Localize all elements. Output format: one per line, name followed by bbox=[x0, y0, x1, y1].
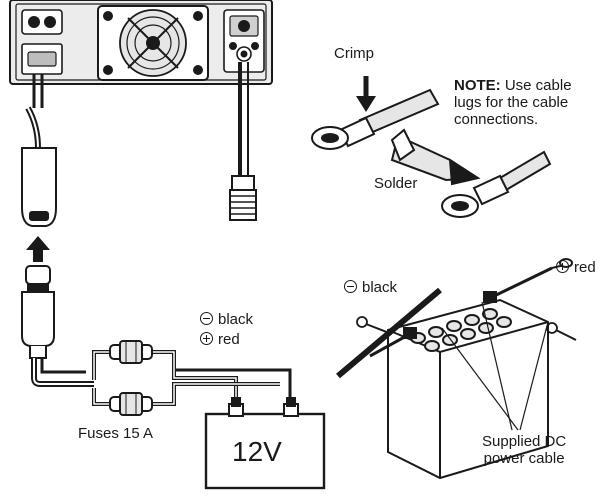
solder-label: Solder bbox=[374, 175, 418, 192]
circled-minus-icon bbox=[200, 312, 213, 325]
circled-minus-icon bbox=[344, 280, 357, 293]
supplied-dc-cable-label: Supplied DC power cable bbox=[482, 433, 567, 468]
radio-side-connector bbox=[21, 147, 57, 227]
black-label-right: black bbox=[344, 279, 398, 297]
fuse-holder-upper bbox=[109, 340, 153, 364]
dc-cable-to-radio bbox=[25, 74, 44, 149]
antenna-coax bbox=[229, 62, 257, 221]
crimp-arrow-icon bbox=[356, 76, 376, 112]
battery-right bbox=[387, 291, 549, 480]
crimp-label: Crimp bbox=[334, 45, 374, 62]
note-line-2: lugs for the cable bbox=[454, 93, 569, 111]
supply-side-plug bbox=[21, 265, 55, 359]
black-text-left: black bbox=[218, 311, 254, 328]
note-key: NOTE: bbox=[454, 77, 501, 94]
supplied-line-2: power cable bbox=[483, 449, 565, 467]
transceiver-rear-panel bbox=[9, 0, 273, 85]
crimp-lug-illustration bbox=[311, 88, 440, 150]
red-text-right: red bbox=[574, 259, 596, 276]
battery-right-cables bbox=[336, 265, 577, 431]
insert-arrow-icon bbox=[26, 236, 50, 262]
circled-plus-icon bbox=[556, 260, 569, 273]
power-wiring bbox=[31, 350, 292, 406]
red-label-right: red bbox=[556, 259, 596, 277]
supplied-line-1: Supplied DC bbox=[482, 433, 567, 450]
circled-plus-icon bbox=[200, 332, 213, 345]
note-line-3: connections. bbox=[454, 110, 539, 128]
note-text-1: Use cable bbox=[500, 77, 572, 94]
battery-voltage-label: 12V bbox=[232, 436, 282, 467]
red-text-left: red bbox=[218, 331, 240, 348]
note-line-1: NOTE: Use cable bbox=[454, 77, 572, 95]
note-block: NOTE: Use cable lugs for the cable conne… bbox=[454, 77, 572, 128]
fuses-label: Fuses 15 A bbox=[78, 425, 154, 442]
solder-lug-illustration bbox=[390, 128, 552, 218]
fuse-holder-lower bbox=[109, 392, 153, 416]
black-text-right: black bbox=[362, 279, 398, 296]
red-label-left: red bbox=[200, 331, 240, 349]
battery-12v bbox=[204, 397, 326, 490]
black-label-left: black bbox=[200, 311, 254, 329]
